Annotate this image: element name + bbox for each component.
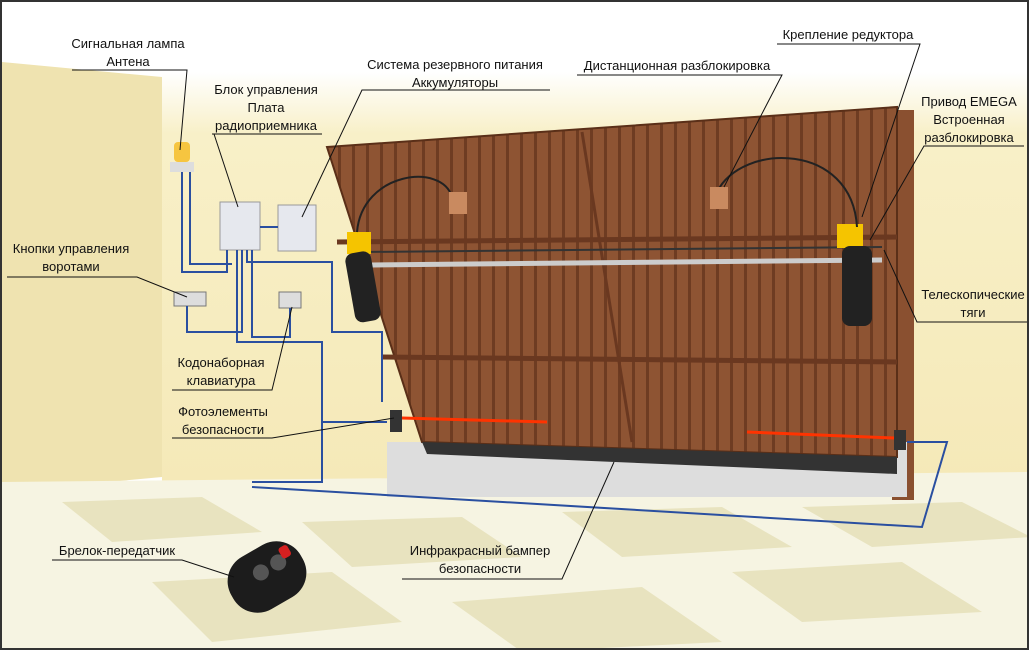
label-line: Кнопки управления	[12, 241, 130, 256]
label-line: Блок управления	[214, 82, 318, 97]
label-photocells: Фотоэлементы безопасности	[167, 403, 279, 439]
label-line: тяги	[960, 305, 986, 320]
garage-door-panel	[325, 105, 898, 459]
label-line: безопасности	[181, 422, 265, 437]
label-line: клавиатура	[186, 373, 256, 388]
label-backup-power: Система резервного питания Аккумуляторы	[355, 56, 555, 92]
label-line: Антена	[106, 54, 150, 69]
label-line: Фотоэлементы	[178, 404, 268, 419]
label-line: Инфракрасный бампер	[409, 543, 551, 558]
release-handle-left	[449, 192, 467, 214]
label-line: Плата	[247, 100, 285, 115]
label-line: Кодонаборная	[177, 355, 265, 370]
label-line: разблокировка	[924, 130, 1014, 145]
ir-beam-right	[746, 430, 895, 440]
photocell-right	[894, 430, 906, 450]
leader-lines	[7, 43, 1027, 580]
label-control-unit: Блок управления Плата радиоприемника	[202, 81, 330, 135]
label-line: Аккумуляторы	[411, 75, 499, 90]
control-unit-box	[219, 201, 261, 251]
label-line: радиоприемника	[215, 118, 317, 133]
photocell-left	[390, 410, 402, 432]
actuator-right	[837, 224, 872, 326]
label-keypad: Кодонаборная клавиатура	[167, 354, 275, 390]
label-signal-lamp: Сигнальная лампа Антена	[62, 35, 194, 71]
label-line: Крепление редуктора	[782, 27, 914, 42]
label-line: Привод EMEGA	[921, 94, 1017, 109]
label-line: безопасности	[438, 561, 522, 576]
label-drive: Привод EMEGA Встроенная разблокировка	[912, 93, 1026, 147]
label-telescopic-rods: Телескопические тяги	[914, 286, 1027, 322]
battery-box	[277, 204, 317, 252]
label-gearbox-mount: Крепление редуктора	[772, 26, 924, 44]
label-line: Телескопические	[921, 287, 1025, 302]
label-line: воротами	[42, 259, 100, 274]
label-line: Система резервного питания	[367, 57, 543, 72]
wiring	[181, 172, 949, 529]
keypad-box	[278, 291, 302, 309]
key-fob	[227, 541, 307, 613]
label-line: Дистанционная разблокировка	[583, 58, 771, 73]
actuator-left	[345, 232, 381, 323]
label-ir-bumper: Инфракрасный бампер безопасности	[400, 542, 560, 578]
label-key-fob: Брелок-передатчик	[47, 542, 187, 560]
label-remote-release: Дистанционная разблокировка	[572, 57, 782, 75]
release-handle-right	[710, 187, 728, 209]
ir-beam-left	[401, 416, 548, 424]
signal-lamp	[170, 142, 194, 172]
label-line: Брелок-передатчик	[58, 543, 176, 558]
label-line: Встроенная	[933, 112, 1005, 127]
label-control-buttons: Кнопки управления воротами	[4, 240, 138, 276]
label-line: Сигнальная лампа	[71, 36, 185, 51]
